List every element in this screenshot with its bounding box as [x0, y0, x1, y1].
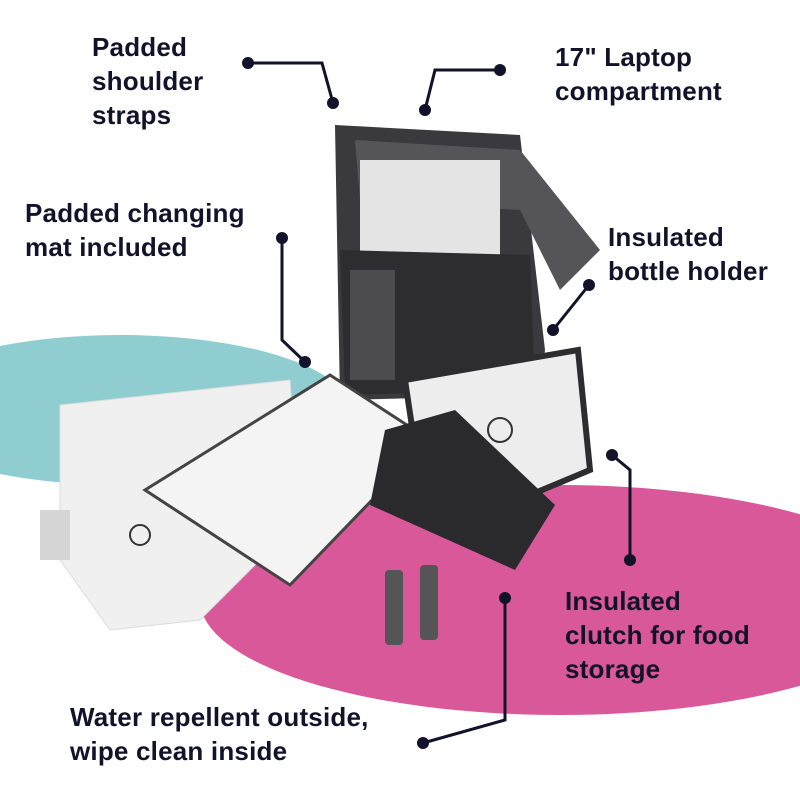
insulated-clutch — [370, 346, 594, 570]
callout-water-repellent: Water repellent outside, wipe clean insi… — [70, 702, 369, 766]
callout-dots — [242, 57, 636, 749]
callout-insulated-clutch: Insulated clutch for food storage — [565, 586, 750, 684]
callout-lines — [248, 61, 632, 745]
backpack — [335, 125, 600, 400]
callout-bottle-holder: Insulated bottle holder — [608, 222, 769, 286]
callout-changing-mat: Padded changing mat included — [25, 198, 245, 262]
callout-laptop-compartment: 17" Laptop compartment — [555, 42, 722, 106]
stroller-clips — [385, 565, 438, 645]
callout-shoulder-straps: Padded shoulder straps — [92, 32, 204, 130]
